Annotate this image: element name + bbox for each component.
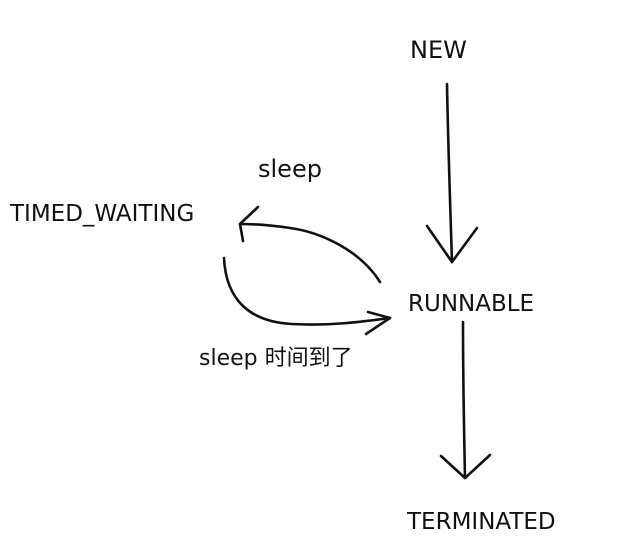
arrow-runnable-to-timed-waiting bbox=[238, 205, 382, 284]
transition-label-sleep-time-up: sleep 时间到了 bbox=[199, 346, 353, 371]
arrow-timed-waiting-to-runnable bbox=[222, 256, 392, 336]
transition-label-sleep: sleep bbox=[258, 155, 322, 183]
state-terminated: TERMINATED bbox=[407, 509, 556, 535]
state-new: NEW bbox=[410, 36, 467, 64]
state-runnable: RUNNABLE bbox=[408, 291, 535, 317]
state-timed-waiting: TIMED_WAITING bbox=[10, 201, 195, 227]
arrow-new-to-runnable bbox=[425, 82, 479, 264]
arrow-runnable-to-terminated bbox=[439, 320, 492, 480]
